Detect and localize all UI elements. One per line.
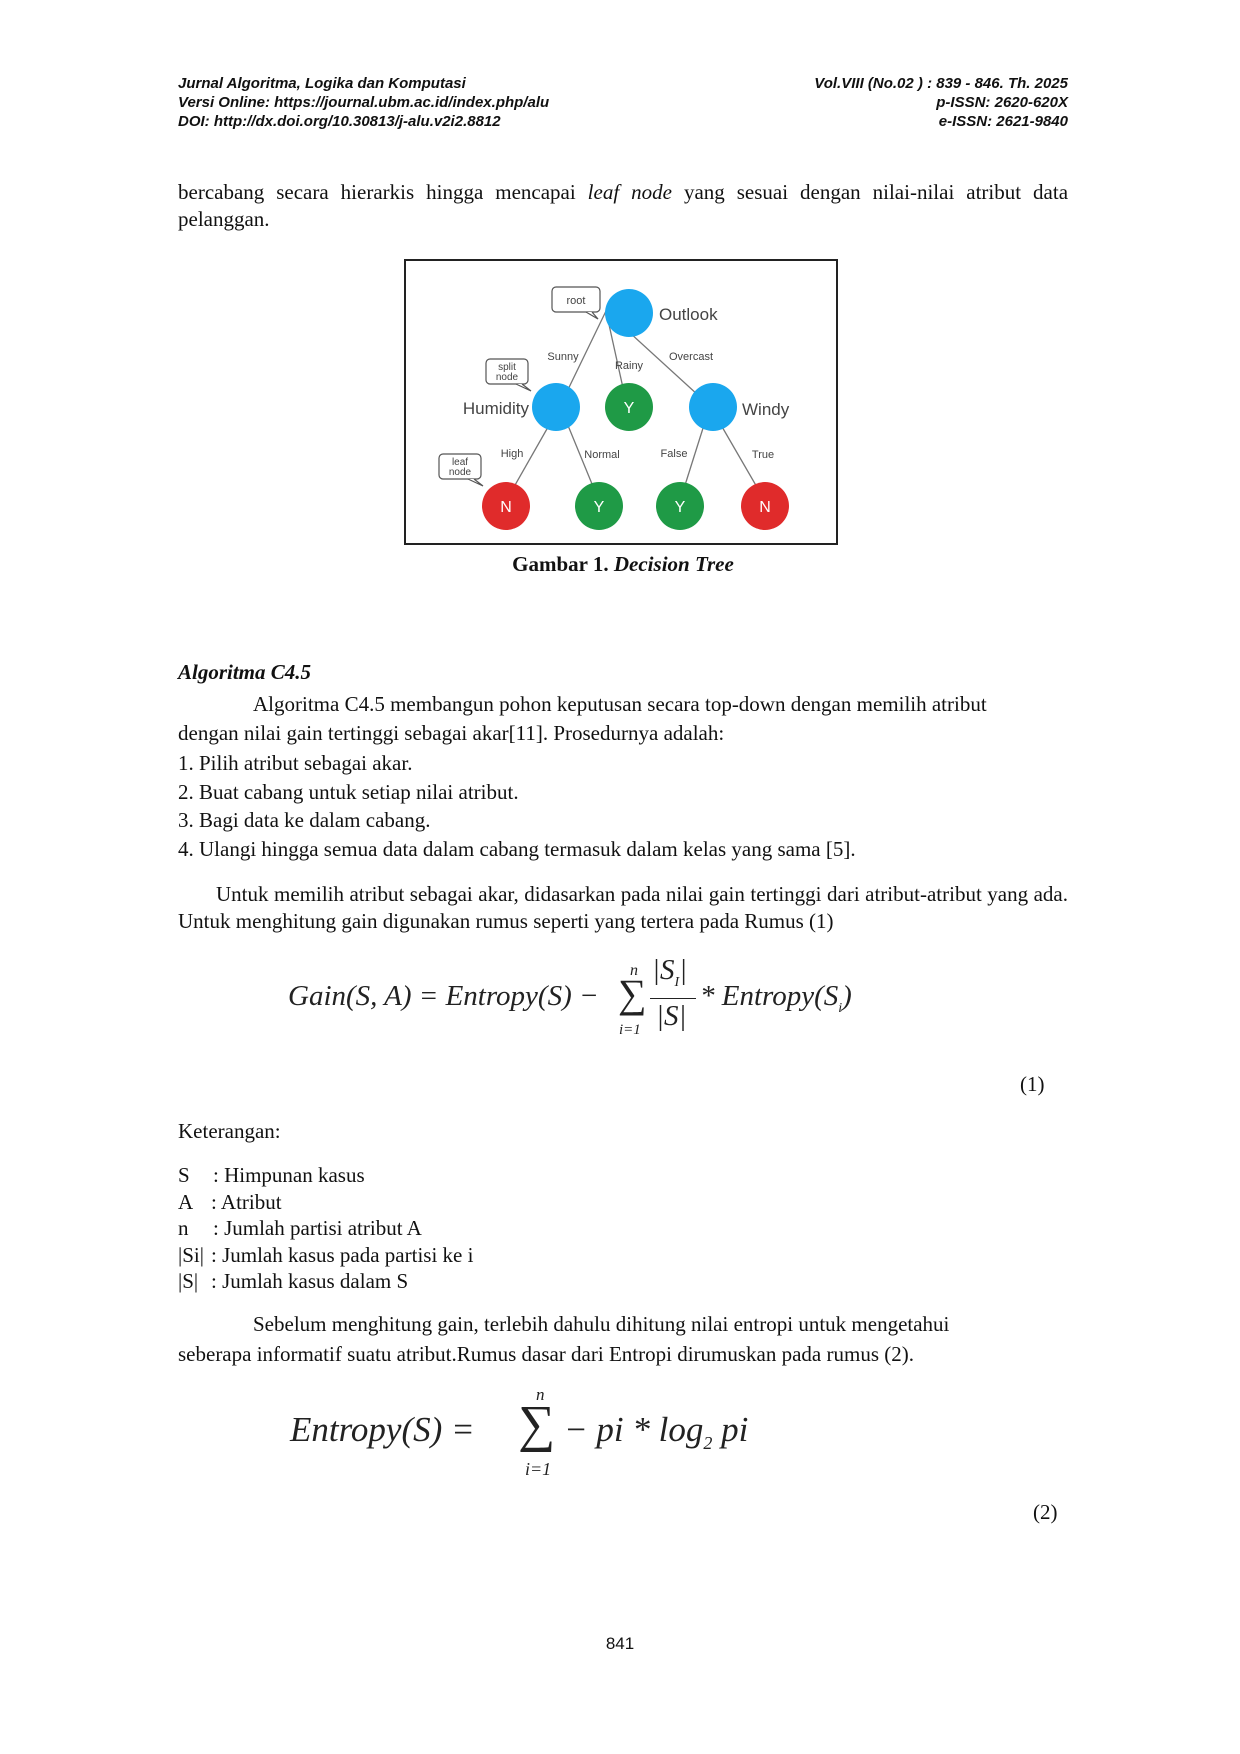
letter-false-leaf: Y bbox=[675, 499, 686, 516]
letter-true-leaf: N bbox=[759, 499, 771, 516]
callout-leaf-pointer bbox=[467, 478, 484, 487]
decision-tree-diagram: root split node leaf node Sunny Rainy Ov… bbox=[438, 286, 790, 530]
node-false-leaf bbox=[656, 482, 704, 530]
list-item: 3. Bagi data ke dalam cabang. bbox=[178, 808, 431, 832]
list-item: 1. Pilih atribut sebagai akar. bbox=[178, 751, 413, 775]
keterangan-title: Keterangan: bbox=[178, 1119, 281, 1143]
letter-high-leaf: N bbox=[500, 499, 512, 516]
list-item: 4. Ulangi hingga semua data dalam cabang… bbox=[178, 836, 856, 861]
eq2-sum-bottom: i=1 bbox=[525, 1459, 552, 1479]
node-names: Outlook Humidity Windy bbox=[463, 305, 790, 419]
node-windy bbox=[689, 383, 737, 431]
procedure-list: 1. Pilih atribut sebagai akar. 2. Buat c… bbox=[178, 749, 856, 863]
equation-gain: Gain(S, A) = Entropy(S) − n ∑ i=1 |SI| |… bbox=[288, 948, 908, 1048]
e-issn: e-ISSN: 2621-9840 bbox=[938, 113, 1068, 130]
callout-split-node: split node bbox=[485, 358, 532, 392]
callout-split-pointer bbox=[515, 383, 532, 392]
figure-caption: Gambar 1. Decision Tree bbox=[512, 552, 734, 576]
keterangan-list: S: Himpunan kasus A: Atribut n: Jumlah p… bbox=[178, 1162, 473, 1295]
eq1-lhs: Gain(S, A) = Entropy(S) − bbox=[288, 980, 599, 1012]
caption-title: Decision Tree bbox=[613, 552, 734, 576]
node-rainy-leaf bbox=[605, 383, 653, 431]
label-overcast: Overcast bbox=[669, 351, 713, 363]
equation-entropy: Entropy(S) = n ∑ i=1 − pi * log2 pi bbox=[290, 1385, 810, 1490]
list-item: 2. Buat cabang untuk setiap nilai atribu… bbox=[178, 779, 519, 804]
letter-rainy-leaf: Y bbox=[624, 400, 635, 417]
eq2-sum-top: n bbox=[536, 1385, 545, 1404]
node-high-leaf bbox=[482, 482, 530, 530]
label-false: False bbox=[661, 448, 688, 460]
name-windy: Windy bbox=[742, 400, 790, 419]
list-item: S: Himpunan kasus bbox=[178, 1163, 365, 1187]
running-header: Jurnal Algoritma, Logika dan Komputasi Vo… bbox=[178, 74, 1068, 131]
eq1-numerator: |SI| bbox=[652, 954, 688, 990]
edge-labels: Sunny Rainy Overcast High Normal False T… bbox=[501, 351, 774, 461]
para1-line1: Algoritma C4.5 membangun pohon keputusan… bbox=[253, 692, 987, 716]
list-item: n: Jumlah partisi atribut A bbox=[178, 1216, 422, 1240]
para3-line1: Sebelum menghitung gain, terlebih dahulu… bbox=[253, 1312, 950, 1336]
eq1-sum-symbol: ∑ bbox=[618, 971, 647, 1016]
name-humidity: Humidity bbox=[463, 399, 530, 418]
tree-nodes bbox=[482, 289, 789, 530]
callout-split-text-2: node bbox=[496, 372, 519, 383]
label-normal: Normal bbox=[584, 449, 619, 461]
callout-root: root bbox=[551, 286, 601, 320]
callout-leaf-node: leaf node bbox=[438, 453, 484, 487]
callout-leaf-box bbox=[438, 453, 482, 480]
list-item: |Si|: Jumlah kasus pada partisi ke i bbox=[178, 1242, 474, 1267]
eq1-sum-bottom: i=1 bbox=[619, 1022, 641, 1038]
label-rainy: Rainy bbox=[615, 360, 644, 372]
section-heading: Algoritma C4.5 bbox=[178, 660, 312, 684]
equation-number-2: (2) bbox=[1033, 1500, 1058, 1524]
doi: DOI: http://dx.doi.org/10.30813/j-alu.v2… bbox=[178, 113, 501, 130]
eq1-rhs: * Entropy(Si) bbox=[700, 980, 852, 1016]
letter-normal-leaf: Y bbox=[594, 499, 605, 516]
callout-leaf-text-2: node bbox=[449, 467, 472, 478]
node-outlook bbox=[605, 289, 653, 337]
label-high: High bbox=[501, 448, 524, 460]
eq1-denominator: |S| bbox=[656, 1000, 687, 1032]
label-true: True bbox=[752, 449, 774, 461]
online-version: Versi Online: https://journal.ubm.ac.id/… bbox=[178, 94, 550, 111]
list-item: A: Atribut bbox=[178, 1189, 282, 1214]
node-true-leaf bbox=[741, 482, 789, 530]
journal-name: Jurnal Algoritma, Logika dan Komputasi bbox=[178, 75, 466, 92]
para2: Untuk memilih atribut sebagai akar, dida… bbox=[178, 882, 1068, 933]
equation-number-1: (1) bbox=[1020, 1072, 1045, 1096]
leaf-node-term: leaf node bbox=[587, 180, 672, 204]
eq2-lhs: Entropy(S) = bbox=[290, 1410, 475, 1449]
name-outlook: Outlook bbox=[659, 305, 718, 324]
eq1-fraction-bar bbox=[650, 998, 696, 999]
callout-split-box bbox=[485, 358, 529, 385]
callout-split-text-1: split bbox=[498, 362, 516, 373]
callout-root-pointer bbox=[585, 311, 599, 320]
callout-root-box bbox=[551, 286, 601, 313]
node-normal-leaf bbox=[575, 482, 623, 530]
callout-root-text: root bbox=[567, 295, 586, 307]
page-number: 841 bbox=[605, 1634, 635, 1653]
intro-paragraph: bercabang secara hierarkis hingga mencap… bbox=[178, 180, 1069, 231]
node-letters: Y N Y Y N bbox=[500, 400, 771, 516]
decision-tree-figure: root split node leaf node Sunny Rainy Ov… bbox=[404, 259, 838, 545]
eq2-rhs: − pi * log2 pi bbox=[564, 1410, 749, 1453]
volume-info: Vol.VIII (No.02 ) : 839 - 846. Th. 2025 bbox=[814, 75, 1068, 92]
callout-leaf-text-1: leaf bbox=[452, 457, 468, 468]
para3-line2: seberapa informatif suatu atribut.Rumus … bbox=[178, 1342, 914, 1366]
eq1-sum-top: n bbox=[630, 962, 638, 979]
p-issn: p-ISSN: 2620-620X bbox=[936, 94, 1068, 111]
list-item: |S|: Jumlah kasus dalam S bbox=[178, 1269, 409, 1293]
node-humidity bbox=[532, 383, 580, 431]
label-sunny: Sunny bbox=[547, 351, 579, 363]
para1-line2: dengan nilai gain tertinggi sebagai akar… bbox=[178, 721, 725, 745]
eq2-sum-symbol: ∑ bbox=[518, 1396, 556, 1453]
